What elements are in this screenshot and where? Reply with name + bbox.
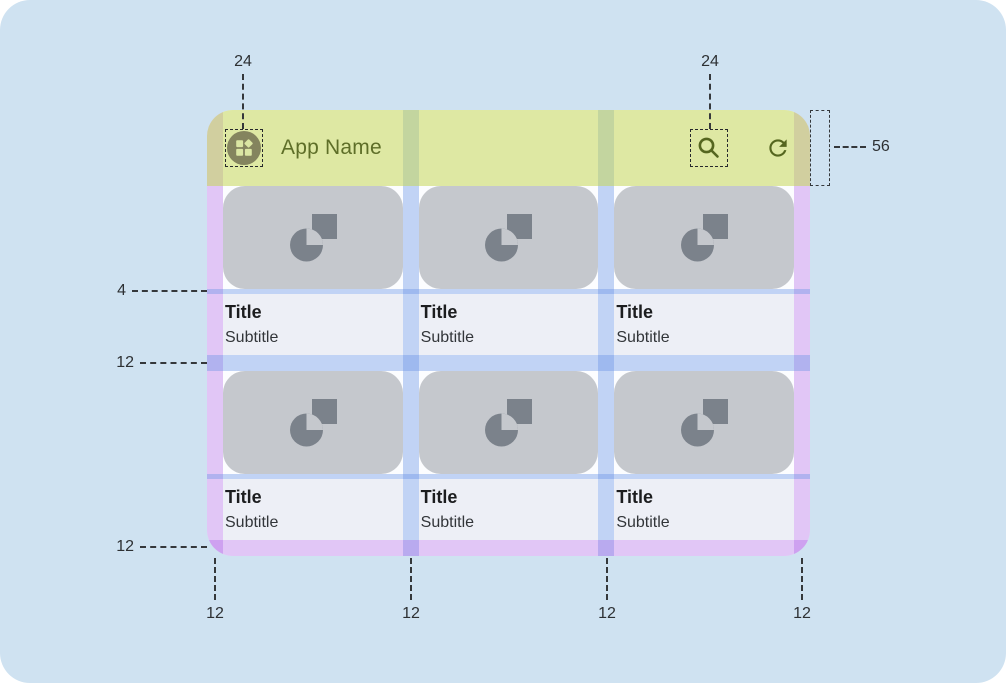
annotation-leader-line — [606, 558, 608, 600]
card-subtitle: Subtitle — [616, 329, 670, 346]
card-text-block: Title Subtitle — [614, 479, 794, 540]
annotation-leader-line — [709, 74, 711, 129]
image-placeholder-icon — [681, 398, 729, 446]
card[interactable]: Title Subtitle — [418, 371, 599, 540]
card-title: Title — [225, 487, 262, 507]
card-text-block: Title Subtitle — [418, 294, 599, 355]
annotation-leader-line — [834, 146, 866, 148]
refresh-button[interactable] — [765, 135, 791, 161]
card[interactable]: Title Subtitle — [223, 186, 403, 355]
card-media — [223, 186, 403, 289]
image-placeholder-icon — [681, 213, 729, 261]
image-placeholder-icon — [485, 213, 533, 261]
appbar-height-spec-bracket — [810, 110, 830, 186]
image-placeholder-icon — [289, 213, 337, 261]
annotation-leader-line — [242, 74, 244, 129]
annotation-right-margin-width: 12 — [793, 605, 811, 622]
annotation-left-margin-width: 12 — [206, 605, 224, 622]
app-mockup: Title Subtitle Title Subtitle — [207, 110, 810, 556]
card-title: Title — [420, 302, 458, 322]
annotation-leader-line — [140, 546, 207, 548]
annotation-leader-line — [132, 290, 207, 292]
annotation-row-gutter: 12 — [116, 354, 134, 371]
card-title: Title — [225, 302, 262, 322]
annotation-bottom-margin: 12 — [116, 538, 134, 555]
card[interactable]: Title Subtitle — [614, 371, 794, 540]
card-media — [418, 186, 599, 289]
card[interactable]: Title Subtitle — [614, 186, 794, 355]
card[interactable]: Title Subtitle — [223, 371, 403, 540]
annotation-leader-line — [410, 558, 412, 600]
annotation-image-text-gap: 4 — [117, 282, 126, 299]
annotation-leader-line — [140, 362, 207, 364]
card-subtitle: Subtitle — [420, 329, 475, 346]
card-subtitle: Subtitle — [420, 514, 475, 531]
app-title: App Name — [281, 136, 382, 159]
card-media — [223, 371, 403, 474]
annotation-gutter-width: 12 — [402, 605, 420, 622]
image-placeholder-icon — [289, 398, 337, 446]
card-grid: Title Subtitle Title Subtitle — [207, 186, 810, 540]
card[interactable]: Title Subtitle — [418, 186, 599, 355]
card-media — [418, 371, 599, 474]
card-text-block: Title Subtitle — [223, 294, 403, 355]
card-media — [614, 186, 794, 289]
card-text-block: Title Subtitle — [614, 294, 794, 355]
card-text-block: Title Subtitle — [223, 479, 403, 540]
card-subtitle: Subtitle — [616, 514, 670, 531]
card-subtitle: Subtitle — [225, 329, 279, 346]
card-title: Title — [420, 487, 458, 507]
card-title: Title — [616, 487, 654, 507]
bottom-margin-overlay — [207, 540, 810, 556]
card-media — [614, 371, 794, 474]
icon-size-spec-box — [690, 129, 728, 167]
annotation-gutter-width: 12 — [598, 605, 616, 622]
card-subtitle: Subtitle — [225, 514, 279, 531]
card-text-block: Title Subtitle — [418, 479, 599, 540]
card-title: Title — [616, 302, 654, 322]
annotation-leader-line — [214, 558, 216, 600]
refresh-icon — [769, 139, 787, 157]
annotation-icon-size-right: 24 — [701, 53, 719, 70]
annotation-icon-size-left: 24 — [234, 53, 252, 70]
annotation-leader-line — [801, 558, 803, 600]
icon-size-spec-box — [225, 129, 263, 167]
image-placeholder-icon — [485, 398, 533, 446]
annotation-appbar-height: 56 — [872, 138, 890, 155]
